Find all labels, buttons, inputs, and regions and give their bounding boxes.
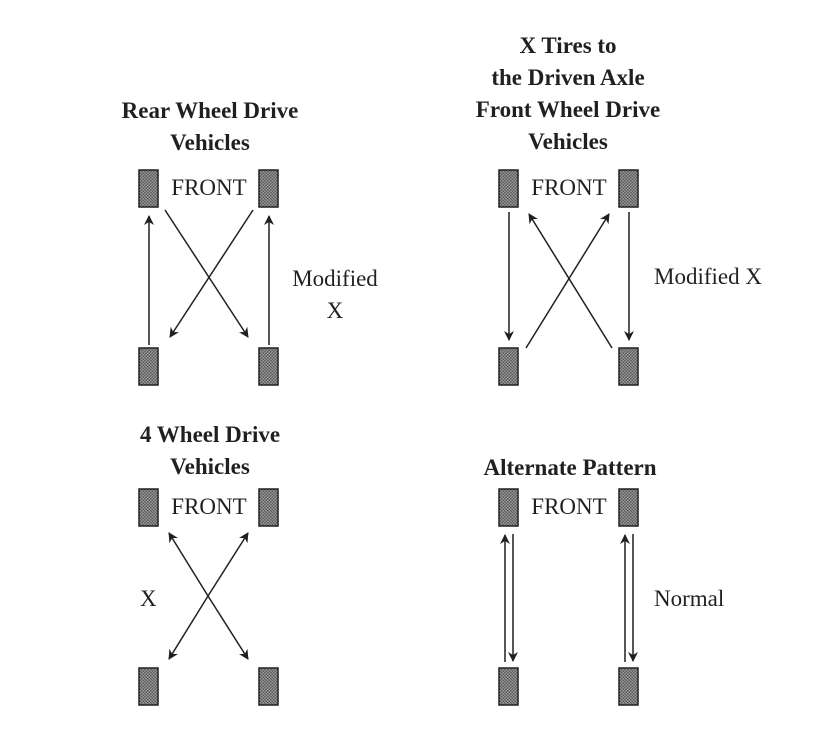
4wd-title-line-1: 4 Wheel Drive — [139, 422, 281, 447]
rwd-front-right-tire — [258, 169, 279, 208]
fwd-front-right-tire — [618, 169, 639, 208]
fwd-front-left-tire — [498, 169, 519, 208]
fwd-title-line-2: the Driven Axle — [491, 65, 645, 90]
rwd-title: Rear Wheel Drive Vehicles — [122, 95, 299, 159]
4wd-front-label: FRONT — [171, 494, 247, 519]
rwd-arrow-front-right-to-rear-left — [169, 209, 254, 338]
fwd-arrow-rear-right-to-front-left — [528, 213, 613, 349]
alternate-rear-left-tire — [498, 667, 519, 706]
alternate-title: Alternate Pattern — [483, 452, 656, 484]
rwd-pattern-label-line-1: Modified — [292, 266, 378, 291]
rwd-front-left-tire — [138, 169, 159, 208]
4wd-rear-right-tire — [258, 667, 279, 706]
fwd-panel — [498, 169, 639, 386]
4wd-title-line-2: Vehicles — [170, 454, 250, 479]
rwd-arrow-front-left-to-rear-right — [164, 209, 249, 338]
alternate-title-line-1: Alternate Pattern — [483, 455, 657, 480]
4wd-pattern-label: X — [140, 586, 157, 611]
fwd-pattern-label: Modified X — [654, 264, 762, 289]
rwd-title-line-2: Vehicles — [170, 130, 250, 155]
rwd-panel — [138, 169, 279, 386]
4wd-arrow-front-right-to-rear-left — [168, 595, 209, 660]
alternate-front-left-tire — [498, 488, 519, 527]
4wd-arrow-rear-right-to-front-left — [168, 532, 209, 597]
alternate-front-label: FRONT — [531, 494, 607, 519]
alternate-panel — [498, 488, 639, 706]
fwd-title: X Tires to the Driven Axle Front Wheel D… — [476, 30, 660, 158]
rwd-pattern-label: Modified X — [292, 263, 378, 327]
rwd-rear-left-tire — [138, 347, 159, 386]
fwd-title-line-3: Front Wheel Drive — [475, 97, 661, 122]
rwd-pattern-label-line-2: X — [326, 298, 344, 323]
fwd-front-label: FRONT — [531, 175, 607, 200]
4wd-front-left-tire — [138, 488, 159, 527]
rwd-rear-right-tire — [258, 347, 279, 386]
rwd-title-line-1: Rear Wheel Drive — [121, 98, 299, 123]
4wd-arrow-rear-left-to-front-right — [207, 532, 249, 597]
alternate-rear-right-tire — [618, 667, 639, 706]
4wd-panel — [138, 488, 279, 706]
rwd-front-label: FRONT — [171, 175, 247, 200]
fwd-rear-right-tire — [618, 347, 639, 386]
fwd-title-line-4: Vehicles — [528, 129, 608, 154]
fwd-arrow-rear-left-to-front-right — [525, 213, 610, 349]
fwd-title-line-1: X Tires to — [519, 33, 617, 58]
4wd-arrow-front-left-to-rear-right — [207, 595, 249, 660]
4wd-title: 4 Wheel Drive Vehicles — [140, 419, 280, 483]
4wd-front-right-tire — [258, 488, 279, 527]
alternate-pattern-label: Normal — [654, 586, 725, 611]
4wd-rear-left-tire — [138, 667, 159, 706]
fwd-rear-left-tire — [498, 347, 519, 386]
alternate-front-right-tire — [618, 488, 639, 527]
